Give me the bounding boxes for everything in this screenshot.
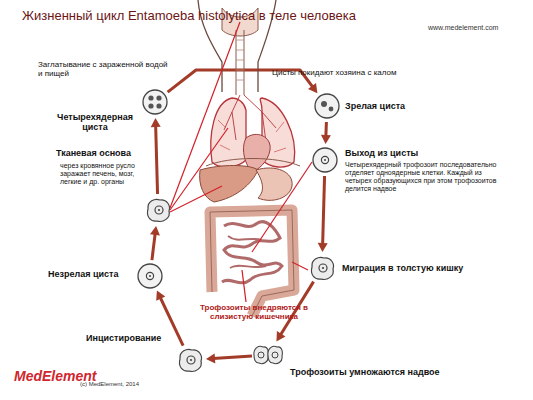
- arrow-head: [308, 83, 317, 93]
- amoeba-cell: [140, 87, 170, 117]
- arrow-head: [206, 353, 215, 363]
- amoeba-cell: [175, 345, 205, 375]
- stage-label: Незрелая циста: [48, 269, 132, 279]
- diagram-title: Жизненный цикл Entamoeba histolytica в т…: [22, 9, 422, 24]
- cycle-arrow: [150, 226, 160, 260]
- arrow-head: [156, 290, 165, 300]
- stage-label: Трофозоиты умножаются надвое: [290, 367, 490, 377]
- stage-label: Тканевая основа: [56, 148, 152, 158]
- arrow-shaft: [152, 233, 155, 260]
- arrow-head: [150, 226, 160, 236]
- stage-cell: Инцистирование: [175, 345, 205, 375]
- stage-cell: Миграция в толстую кишку: [307, 253, 337, 283]
- stage-label: Миграция в толстую кишку: [342, 263, 517, 273]
- stage-description: Четырехядерный трофозоит последовательно…: [345, 161, 510, 193]
- arrow-shaft: [323, 176, 325, 245]
- copyright-note: (c) MedElement, 2014: [80, 381, 190, 388]
- arrow-shaft: [324, 122, 328, 137]
- arrow-shaft: [160, 297, 183, 346]
- cycle-arrow: [206, 353, 252, 363]
- stage-label: Выход из цисты: [345, 148, 465, 158]
- website-label: www.medelement.com: [428, 24, 528, 32]
- arrow-head: [151, 118, 161, 127]
- arrow-shaft: [156, 125, 158, 194]
- amoeba-cell: [310, 145, 340, 175]
- stage-cell: Незрелая циста: [135, 261, 165, 291]
- cycle-arrow: [321, 122, 331, 144]
- cycle-arrow: [151, 118, 161, 194]
- arrow-head: [276, 331, 285, 341]
- highlight-note: Трофозоиты внедряются в слизистую кишечн…: [192, 303, 316, 321]
- step-note: Заглатывание с зараженной водой и пищей: [38, 60, 168, 78]
- stage-label: Зрелая циста: [345, 101, 435, 111]
- stage-cell: Зрелая циста: [312, 91, 342, 121]
- amoeba-cell: [143, 195, 173, 225]
- cycle-arrow: [318, 176, 328, 252]
- stage-cell: Трофозоиты умножаются надвое: [253, 340, 283, 370]
- arrow-shaft: [213, 356, 252, 359]
- amoeba-cell: [307, 253, 337, 283]
- stage-cell: Тканевая основачерез кровянное русло зар…: [143, 195, 173, 225]
- arrow-head: [321, 135, 331, 144]
- arrow-head: [318, 243, 328, 252]
- stage-description: через кровянное русло заражает печень, м…: [60, 162, 144, 186]
- amoeba-cell: [253, 340, 283, 370]
- stage-label: Инцистирование: [86, 333, 186, 343]
- stage-cell: Выход из цистыЧетырехядерный трофозоит п…: [310, 145, 340, 175]
- amoeba-cell: [312, 91, 342, 121]
- stage-label: Четырехядерная циста: [52, 112, 138, 133]
- step-note: Цисты покидают хозяина с калом: [272, 68, 432, 77]
- amoeba-cell: [135, 261, 165, 291]
- stage-cell: Четырехядерная циста: [140, 87, 170, 117]
